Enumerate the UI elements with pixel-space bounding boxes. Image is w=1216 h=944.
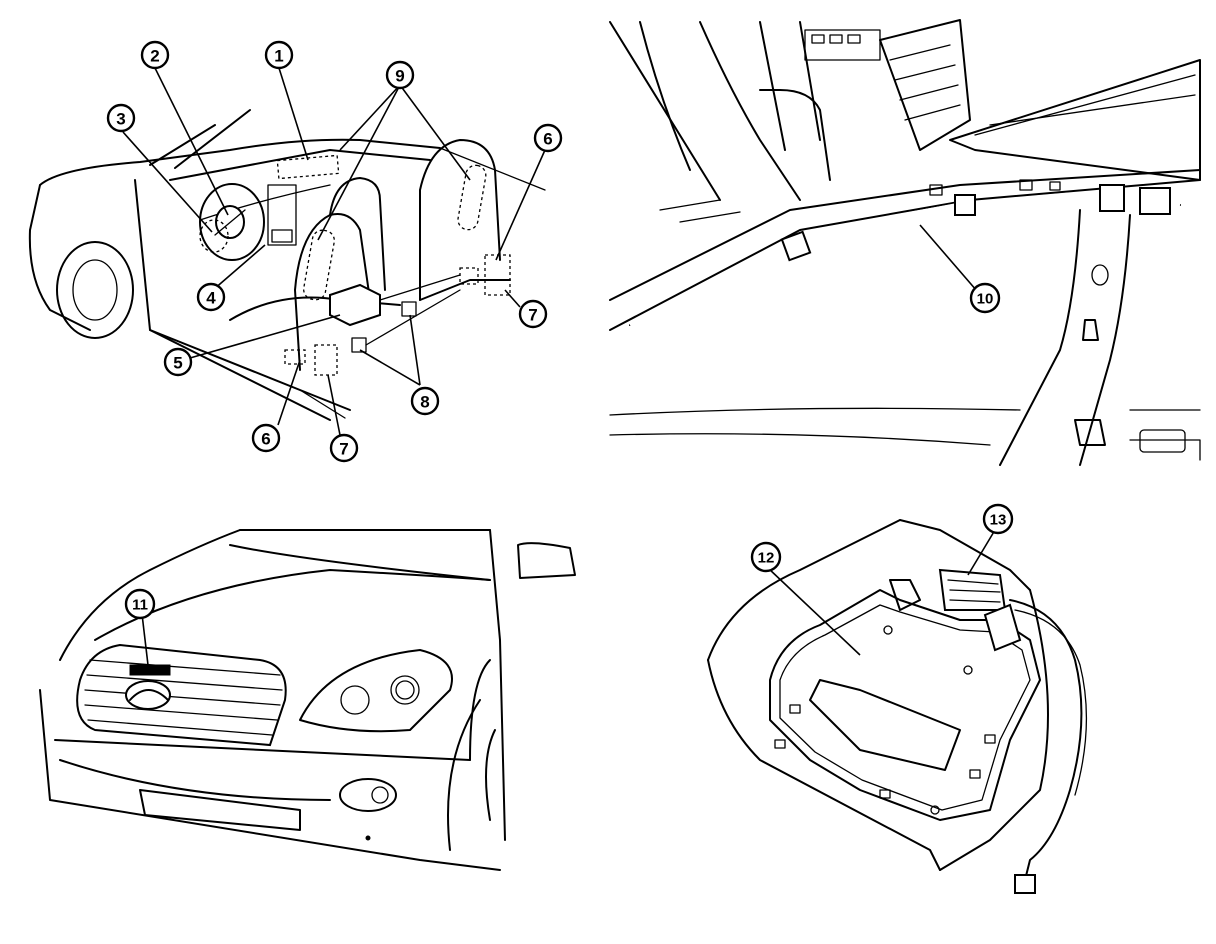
callout-13: 13 [982, 503, 1014, 535]
callout-2: 2 [140, 40, 170, 70]
callout-13-label: 13 [990, 512, 1007, 529]
callout-7-rear: 7 [518, 299, 548, 329]
callout-6-rear: 6 [533, 123, 563, 153]
callout-10-label: 10 [977, 291, 994, 308]
callout-4-label: 4 [206, 289, 216, 308]
roof-rail-illustration [609, 19, 1201, 466]
callout-12: 12 [750, 541, 782, 573]
seat-cushion-illustration [707, 519, 1088, 894]
callout-12-label: 12 [758, 550, 775, 567]
callout-3: 3 [106, 103, 136, 133]
callout-9-label: 9 [395, 67, 404, 86]
callout-6-front-label: 6 [261, 430, 270, 449]
callout-1: 1 [264, 40, 294, 70]
callout-5-label: 5 [173, 354, 182, 373]
callout-7-front: 7 [329, 433, 359, 463]
callout-5: 5 [163, 347, 193, 377]
callout-6-rear-label: 6 [543, 130, 552, 149]
callout-6-front: 6 [251, 423, 281, 453]
callout-8: 8 [410, 386, 440, 416]
callout-10: 10 [969, 282, 1001, 314]
callout-8-label: 8 [420, 393, 429, 412]
callout-7-rear-label: 7 [528, 306, 537, 325]
front-car-illustration [39, 529, 576, 871]
callout-1-label: 1 [274, 47, 283, 66]
callout-7-front-label: 7 [339, 440, 348, 459]
cabin-interior-illustration [28, 109, 546, 421]
callout-11: 11 [124, 588, 156, 620]
callout-2-label: 2 [150, 47, 159, 66]
callout-4: 4 [196, 282, 226, 312]
callout-9: 9 [385, 60, 415, 90]
callout-11-label: 11 [132, 597, 148, 614]
callout-3-label: 3 [116, 110, 125, 129]
